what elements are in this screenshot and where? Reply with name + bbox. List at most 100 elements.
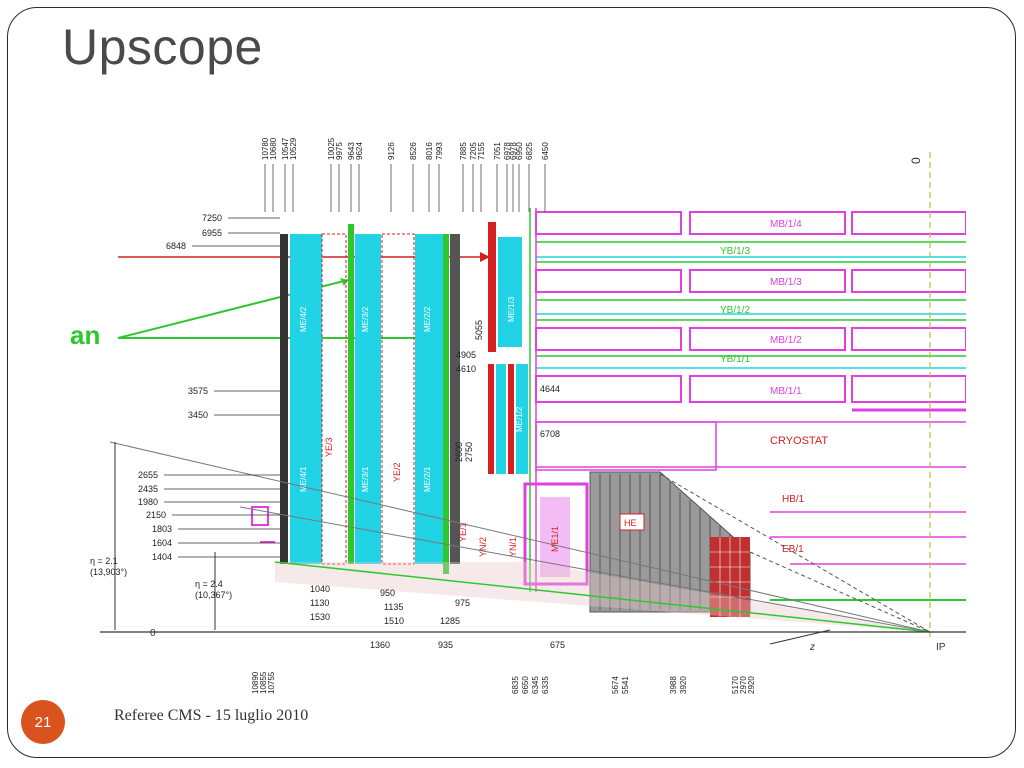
left-dim-label: 6848 [166,241,186,251]
chamber-me-3-2: ME/3/2 [361,306,370,332]
left-dimension-labels: 7250695568483575345026552435198021501803… [138,213,280,562]
top-dim-label: 6825 [525,142,534,160]
eta-24-label: η = 2.4(10,367°) [195,579,232,600]
mb-1-4-box-b [689,211,846,235]
top-dim-label: 6978 [503,142,512,160]
mid-dim-label: 2750 [464,442,474,462]
label-mb-1-2: MB/1/2 [770,335,802,346]
mid-dim-label: 4905 [456,350,476,360]
chamber-me-2-2: ME/2/2 [423,306,432,332]
me12-cyan [496,364,506,474]
left-dim-label: 1604 [152,538,172,548]
cms-endcap-diagram: 0 MB/1/4 YB/1/3 MB/1/3 YB/1/2 MB/1/2 YB/… [70,137,966,694]
eta-line-21 [109,441,931,633]
label-yb-1-3: YB/1/3 [720,246,750,257]
zero-label-bottom: 0 [150,628,156,639]
top-dim-label: 7993 [435,142,444,160]
mb-1-2-box-c [851,327,966,351]
top-dim-label: 9624 [355,142,364,160]
bottom-dim-label: 1040 [310,584,330,594]
disk-ye1-back [450,234,460,564]
top-dim-label: 9643 [347,142,356,160]
barrel-region: 0 [529,152,966,637]
label-mb-1-3: MB/1/3 [770,277,802,288]
bottom-dim-label: 1530 [310,612,330,622]
left-dim-label: 3450 [188,410,208,420]
label-yn1: YN/1 [508,537,518,557]
left-dim-label: 7250 [202,213,222,223]
disk-green-a [348,224,354,564]
top-dim-label: 10547 [281,137,290,160]
bottom-vertical-label: 5541 [621,676,630,694]
top-dim-label: 8526 [409,142,418,160]
bottom-vertical-label: 5674 [611,676,620,694]
disk-me3 [355,234,381,564]
left-dim-label: 3575 [188,386,208,396]
nose-box [523,482,589,586]
ip-label: IP [936,642,946,653]
eta-line-32 [749,551,931,633]
bottom-vertical-label: 3920 [679,676,688,694]
label-eb: EB/1 [782,544,804,555]
disk-me4 [290,234,322,564]
bottom-dim-label: 950 [380,588,395,598]
bottom-vertical-label: 6835 [511,676,520,694]
left-dim-label: 2435 [138,484,158,494]
top-dim-label: 7155 [477,142,486,160]
mb-1-2-box [535,327,682,351]
bottom-dim-label: 975 [455,598,470,608]
me13-red [488,222,496,352]
mb-1-3-box-b [689,269,846,293]
bottom-vertical-label: 10890 [251,671,260,694]
z-axis-label: z [809,642,815,653]
he-label-box [619,513,645,531]
bottom-vertical-label: 6345 [531,676,540,694]
chamber-me-2-1: ME/2/1 [423,466,432,492]
bottom-vertical-label: 10755 [267,671,276,694]
top-dim-label: 9975 [335,142,344,160]
me12-red-a [488,364,494,474]
beampipe-green [274,561,931,633]
mid-dim-label: 6708 [540,429,560,439]
eta-line-24 [239,506,931,633]
mb-1-1-box-c [851,375,966,403]
bottom-dim-label: 1130 [310,598,329,608]
top-dim-label: 9126 [387,142,396,160]
side-label-an: an [70,320,100,350]
me12-red-b [508,364,514,474]
bottom-vertical-label: 3988 [669,676,678,694]
cryostat-box [535,421,717,471]
label-ye2: YE/2 [392,462,402,482]
bottom-dim-label: 675 [550,640,565,650]
me13-cyan [498,237,522,347]
left-dim-label: 2655 [138,470,158,480]
mb-1-3-box [535,269,682,293]
top-dim-label: 7205 [469,142,478,160]
z-arrow [769,629,831,645]
mid-dim-label: 5055 [474,320,484,340]
bottom-vertical-label: 5170 [731,676,740,694]
zero-label-top: 0 [909,157,923,164]
chamber-me-4-2: ME/4/2 [299,306,308,332]
disk-me2 [415,234,443,564]
label-yb-1-2: YB/1/2 [720,305,750,316]
eta-21-label: η = 2.1(13,903°) [90,556,127,577]
left-dim-label: 6955 [202,228,222,238]
bottom-vertical-label: 2920 [747,676,756,694]
bottom-dim-label: 1360 [370,640,390,650]
label-ye3: YE/3 [324,437,334,457]
mb-1-1-box-b [689,375,846,403]
top-dim-label: 6950 [515,142,524,160]
top-dim-label: 10780 [261,137,270,160]
left-dim-label: 1404 [152,552,172,562]
disk-ye3 [321,233,347,565]
ee-grid [710,537,750,617]
eta-line-30 [659,473,931,633]
bottom-dim-label: 1510 [384,616,404,626]
top-dim-label: 10025 [327,137,336,160]
bottom-dim-label: 1135 [384,602,403,612]
label-yn2: YN/2 [478,537,488,557]
